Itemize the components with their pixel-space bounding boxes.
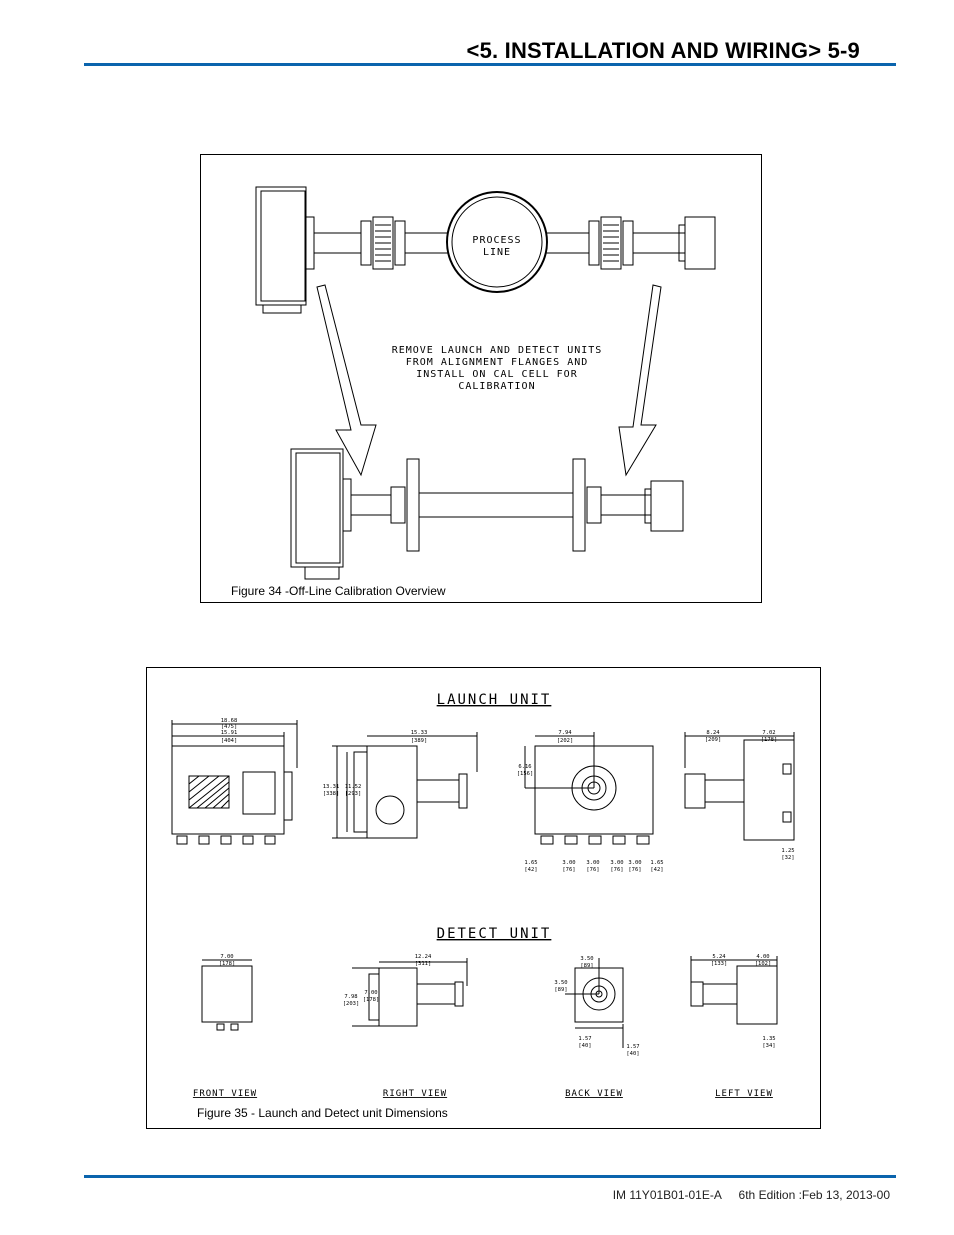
launch-back-side: 6.16 xyxy=(518,764,531,770)
launch-left-body xyxy=(743,739,795,841)
view-label-back: BACK VIEW xyxy=(565,1089,623,1099)
launch-left-b: 7.02 xyxy=(762,730,775,736)
detect-right-h-b-mm: [178] xyxy=(363,997,380,1003)
launch-unit-housing xyxy=(255,186,307,306)
launch-left-b-mm: [178] xyxy=(761,737,778,743)
detect-left-c-mm: [34] xyxy=(762,1043,775,1049)
launch-left-c: 1.25 xyxy=(781,848,794,854)
detect-back-top-mm: [89] xyxy=(580,963,593,969)
detect-right-h-a-mm: [203] xyxy=(343,1001,360,1007)
launch-back-center: 7.94 xyxy=(558,730,572,736)
cal-cell-flange-right xyxy=(572,458,586,552)
instruction-line-3: INSTALL ON CAL CELL FOR xyxy=(416,369,577,380)
launch-right-height-b: 11.52 xyxy=(345,784,362,790)
detect-back-low: 1.57 xyxy=(626,1044,639,1050)
cal-launch-unit xyxy=(290,448,344,568)
detect-left-b-mm: [102] xyxy=(755,961,772,967)
footer-rule xyxy=(84,1175,896,1178)
launch-back-side-mm: [156] xyxy=(517,771,534,777)
view-label-left: LEFT VIEW xyxy=(715,1089,773,1099)
instruction-line-4: CALIBRATION xyxy=(458,381,535,392)
detect-back-side-mm: [89] xyxy=(554,987,567,993)
launch-back-bottom-3: 3.00 xyxy=(586,860,599,866)
launch-front-overall-mm: [475] xyxy=(221,724,238,730)
figure-35-drawing: LAUNCH UNIT DETECT UNIT xyxy=(171,692,795,1099)
cal-cell-flange-left xyxy=(406,458,420,552)
detect-front-w-mm: [178] xyxy=(219,961,236,967)
detect-back-top: 3.50 xyxy=(580,956,593,962)
launch-left-a-mm: [209] xyxy=(705,737,722,743)
launch-back-bottom-6: 1.65 xyxy=(650,860,663,866)
figure-34-caption: Figure 34 -Off-Line Calibration Overview xyxy=(231,584,446,598)
launch-right-height-a: 13.31 xyxy=(323,784,340,790)
launch-back-bottom-1-mm: [42] xyxy=(524,867,537,873)
figure-35-dimensions: LAUNCH UNIT DETECT UNIT xyxy=(146,667,821,1129)
launch-back-bottom-5: 3.00 xyxy=(628,860,641,866)
launch-back-bottom-1: 1.65 xyxy=(524,860,537,866)
launch-back-bottom-3-mm: [76] xyxy=(586,867,599,873)
launch-back-bottom-4: 3.00 xyxy=(610,860,623,866)
cal-detect-unit xyxy=(650,480,684,532)
figure-34-drawing: PROCESS LINE REMOVE LAUNCH AND DETECT UN… xyxy=(255,186,716,580)
launch-unit-title: LAUNCH UNIT xyxy=(437,692,552,708)
figure-35-caption: Figure 35 - Launch and Detect unit Dimen… xyxy=(197,1106,448,1120)
left-arrow xyxy=(316,284,377,477)
launch-front-body-mm: [404] xyxy=(221,738,238,744)
process-label-2: LINE xyxy=(483,247,511,258)
launch-back-bottom-5-mm: [76] xyxy=(628,867,641,873)
launch-back-bottom-2: 3.00 xyxy=(562,860,575,866)
instruction-line-1: REMOVE LAUNCH AND DETECT UNITS xyxy=(392,345,603,356)
detect-left-b: 4.00 xyxy=(756,954,769,960)
launch-left-a: 8.24 xyxy=(706,730,720,736)
detect-right-len-mm: [311] xyxy=(415,961,432,967)
detect-right-h-b: 7.00 xyxy=(364,990,377,996)
footer-doc-id: IM 11Y01B01-01E-A xyxy=(612,1188,722,1202)
launch-left-c-mm: [32] xyxy=(781,855,794,861)
footer-edition: 6th Edition :Feb 13, 2013-00 xyxy=(738,1188,890,1202)
detect-left-a: 5.24 xyxy=(712,954,726,960)
launch-right-height-b-mm: [293] xyxy=(345,791,362,797)
detect-unit-housing xyxy=(684,216,716,270)
launch-front-body-dim: 15.91 xyxy=(221,730,238,736)
process-line-circle xyxy=(446,191,548,293)
header-rule xyxy=(84,63,896,66)
launch-right-length: 15.33 xyxy=(411,730,428,736)
view-label-right: RIGHT VIEW xyxy=(383,1089,447,1099)
detect-left-body xyxy=(736,965,778,1025)
view-label-front: FRONT VIEW xyxy=(193,1089,257,1099)
detect-back-low-mm: [40] xyxy=(626,1051,639,1057)
launch-right-length-mm: [389] xyxy=(411,738,428,744)
detect-back-bottom: 1.57 xyxy=(578,1036,591,1042)
launch-back-bottom-6-mm: [42] xyxy=(650,867,663,873)
launch-back-bottom-4-mm: [76] xyxy=(610,867,623,873)
detect-front-w: 7.00 xyxy=(220,954,233,960)
figure-34-offline-calibration: PROCESS LINE REMOVE LAUNCH AND DETECT UN… xyxy=(200,154,762,603)
launch-right-height-a-mm: [338] xyxy=(323,791,340,797)
detect-front-body xyxy=(201,965,253,1023)
detect-unit-title: DETECT UNIT xyxy=(437,926,552,942)
detect-left-c: 1.35 xyxy=(762,1036,775,1042)
detect-right-h-a: 7.98 xyxy=(344,994,357,1000)
detect-right-len: 12.24 xyxy=(415,954,432,960)
launch-back-bottom-2-mm: [76] xyxy=(562,867,575,873)
detect-right-body xyxy=(378,967,418,1027)
launch-back-center-mm: [202] xyxy=(557,738,574,744)
detect-back-bottom-mm: [40] xyxy=(578,1043,591,1049)
instruction-line-2: FROM ALIGNMENT FLANGES AND xyxy=(406,357,589,368)
detect-left-a-mm: [133] xyxy=(711,961,728,967)
right-arrow xyxy=(618,284,662,477)
detect-back-side: 3.50 xyxy=(554,980,567,986)
process-label-1: PROCESS xyxy=(472,235,521,246)
page-header-title: <5. INSTALLATION AND WIRING> 5-9 xyxy=(466,38,860,63)
launch-front-overall: 18.68 xyxy=(221,718,238,724)
page-footer: IM 11Y01B01-01E-A 6th Edition :Feb 13, 2… xyxy=(599,1188,890,1202)
